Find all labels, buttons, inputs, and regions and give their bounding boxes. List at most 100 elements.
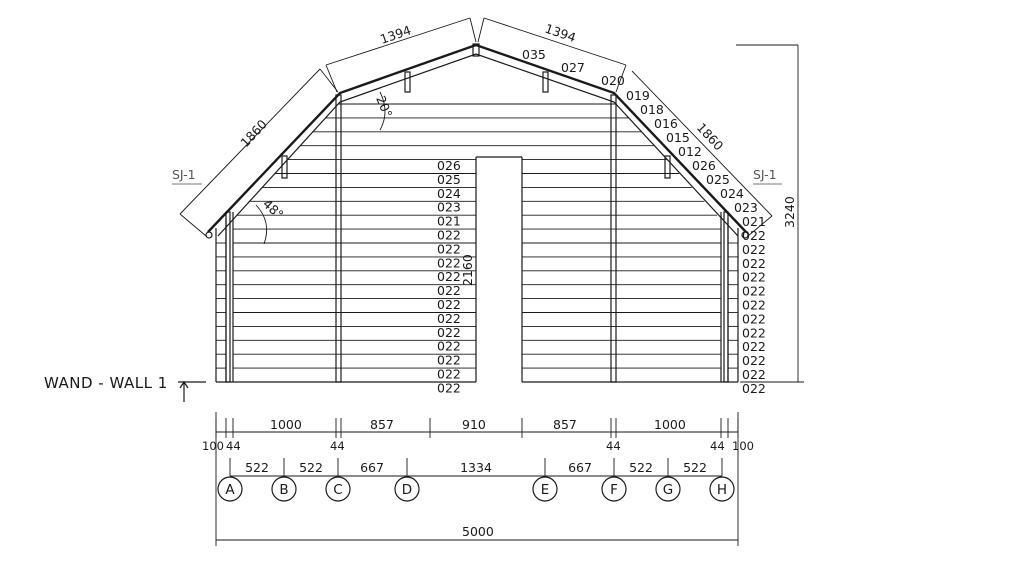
log-label: 024 bbox=[437, 186, 461, 201]
dim-text-axis: 1334 bbox=[460, 460, 492, 475]
view-arrow bbox=[178, 380, 206, 402]
dimension-texts-axes: 522 522 667 1334 667 522 522 bbox=[245, 460, 707, 475]
section-marker-left: SJ-1 bbox=[172, 167, 202, 185]
log-label: 018 bbox=[640, 102, 664, 117]
log-label: 021 bbox=[437, 214, 461, 229]
log-label: 022 bbox=[437, 353, 461, 368]
axis-bubble bbox=[601, 476, 627, 502]
dim-text-small: 100 bbox=[202, 439, 224, 453]
log-label: 022 bbox=[742, 270, 766, 285]
log-label: 025 bbox=[437, 172, 461, 187]
dim-text: 910 bbox=[462, 417, 486, 432]
axis-label: G bbox=[663, 482, 673, 498]
dim-text: 857 bbox=[370, 417, 394, 432]
dim-text: 1000 bbox=[654, 417, 686, 432]
axis-label: E bbox=[541, 482, 550, 498]
section-label-right: SJ-1 bbox=[753, 167, 777, 182]
log-label: 022 bbox=[437, 311, 461, 326]
log-label: 024 bbox=[720, 186, 744, 201]
log-label: 022 bbox=[437, 228, 461, 243]
roof-dim-lower-left: 1860 bbox=[237, 117, 270, 151]
log-label: 022 bbox=[437, 241, 461, 256]
dim-text-axis: 667 bbox=[568, 460, 592, 475]
axis-label: D bbox=[402, 482, 412, 498]
log-label: 035 bbox=[522, 47, 546, 62]
log-label: 022 bbox=[437, 297, 461, 312]
dim-text-axis: 522 bbox=[299, 460, 323, 475]
overall-width: 5000 bbox=[462, 524, 494, 539]
log-labels-center: 0260250240230210220220220220220220220220… bbox=[437, 158, 461, 395]
log-label: 019 bbox=[626, 88, 650, 103]
log-label: 022 bbox=[742, 311, 766, 326]
axis-bubble bbox=[271, 476, 297, 502]
dim-text-small: 44 bbox=[710, 439, 725, 453]
log-label: 022 bbox=[437, 269, 461, 284]
log-label: 021 bbox=[742, 214, 766, 229]
wall-title: WAND - WALL 1 bbox=[44, 374, 168, 392]
roof-dimensions bbox=[179, 17, 773, 245]
log-label: 022 bbox=[437, 339, 461, 354]
axis-bubble bbox=[325, 476, 351, 502]
log-label: 022 bbox=[437, 325, 461, 340]
log-label: 022 bbox=[742, 242, 766, 257]
dimension-ticks-walls bbox=[215, 418, 739, 438]
log-label: 025 bbox=[706, 172, 730, 187]
log-label: 022 bbox=[742, 381, 766, 396]
roof-dim-upper-left: 1394 bbox=[378, 22, 413, 47]
dim-text-axis: 522 bbox=[683, 460, 707, 475]
log-label: 023 bbox=[437, 200, 461, 215]
log-label: 022 bbox=[742, 325, 766, 340]
axis-markers: A B C D E F G H bbox=[217, 458, 735, 502]
log-label: 026 bbox=[437, 158, 461, 173]
log-label: 022 bbox=[742, 298, 766, 313]
log-label: 015 bbox=[666, 130, 690, 145]
axis-bubble bbox=[655, 476, 681, 502]
log-courses bbox=[216, 103, 738, 369]
dimension-overall bbox=[215, 412, 739, 546]
axis-bubble bbox=[532, 476, 558, 502]
log-label: 026 bbox=[692, 158, 716, 173]
log-label: 022 bbox=[742, 367, 766, 382]
log-label: 016 bbox=[654, 116, 678, 131]
axis-label: C bbox=[333, 482, 342, 498]
dim-text-small: 44 bbox=[330, 439, 345, 453]
axis-label: A bbox=[225, 482, 235, 498]
log-label: 022 bbox=[742, 353, 766, 368]
log-label: 022 bbox=[437, 255, 461, 270]
axis-bubble bbox=[709, 476, 735, 502]
log-label: 022 bbox=[742, 228, 766, 243]
dim-text: 1000 bbox=[270, 417, 302, 432]
axis-bubble bbox=[217, 476, 243, 502]
log-label: 012 bbox=[678, 144, 702, 159]
log-label: 022 bbox=[742, 256, 766, 271]
log-label: 020 bbox=[601, 73, 625, 88]
height-dimension-total bbox=[736, 44, 804, 383]
height-door: 2160 bbox=[460, 254, 475, 286]
axis-label: F bbox=[610, 482, 618, 498]
dim-text-small: 44 bbox=[606, 439, 621, 453]
dim-text-small: 44 bbox=[226, 439, 241, 453]
log-label: 022 bbox=[437, 380, 461, 395]
axis-bubble bbox=[394, 476, 420, 502]
log-label: 022 bbox=[437, 283, 461, 298]
height-total: 3240 bbox=[782, 196, 797, 228]
log-label: 027 bbox=[561, 60, 585, 75]
angle-upper: 20° bbox=[373, 94, 395, 120]
log-label: 022 bbox=[742, 284, 766, 299]
angle-lower: 48° bbox=[260, 196, 287, 222]
dim-text-axis: 522 bbox=[245, 460, 269, 475]
wall-body bbox=[215, 94, 739, 383]
dim-text-axis: 522 bbox=[629, 460, 653, 475]
log-label: 022 bbox=[437, 367, 461, 382]
axis-label: H bbox=[717, 482, 727, 498]
dim-text-axis: 667 bbox=[360, 460, 384, 475]
dim-text: 857 bbox=[553, 417, 577, 432]
dim-text-small: 100 bbox=[732, 439, 754, 453]
axis-label: B bbox=[279, 482, 288, 498]
section-label-left: SJ-1 bbox=[172, 167, 196, 182]
log-label: 022 bbox=[742, 339, 766, 354]
